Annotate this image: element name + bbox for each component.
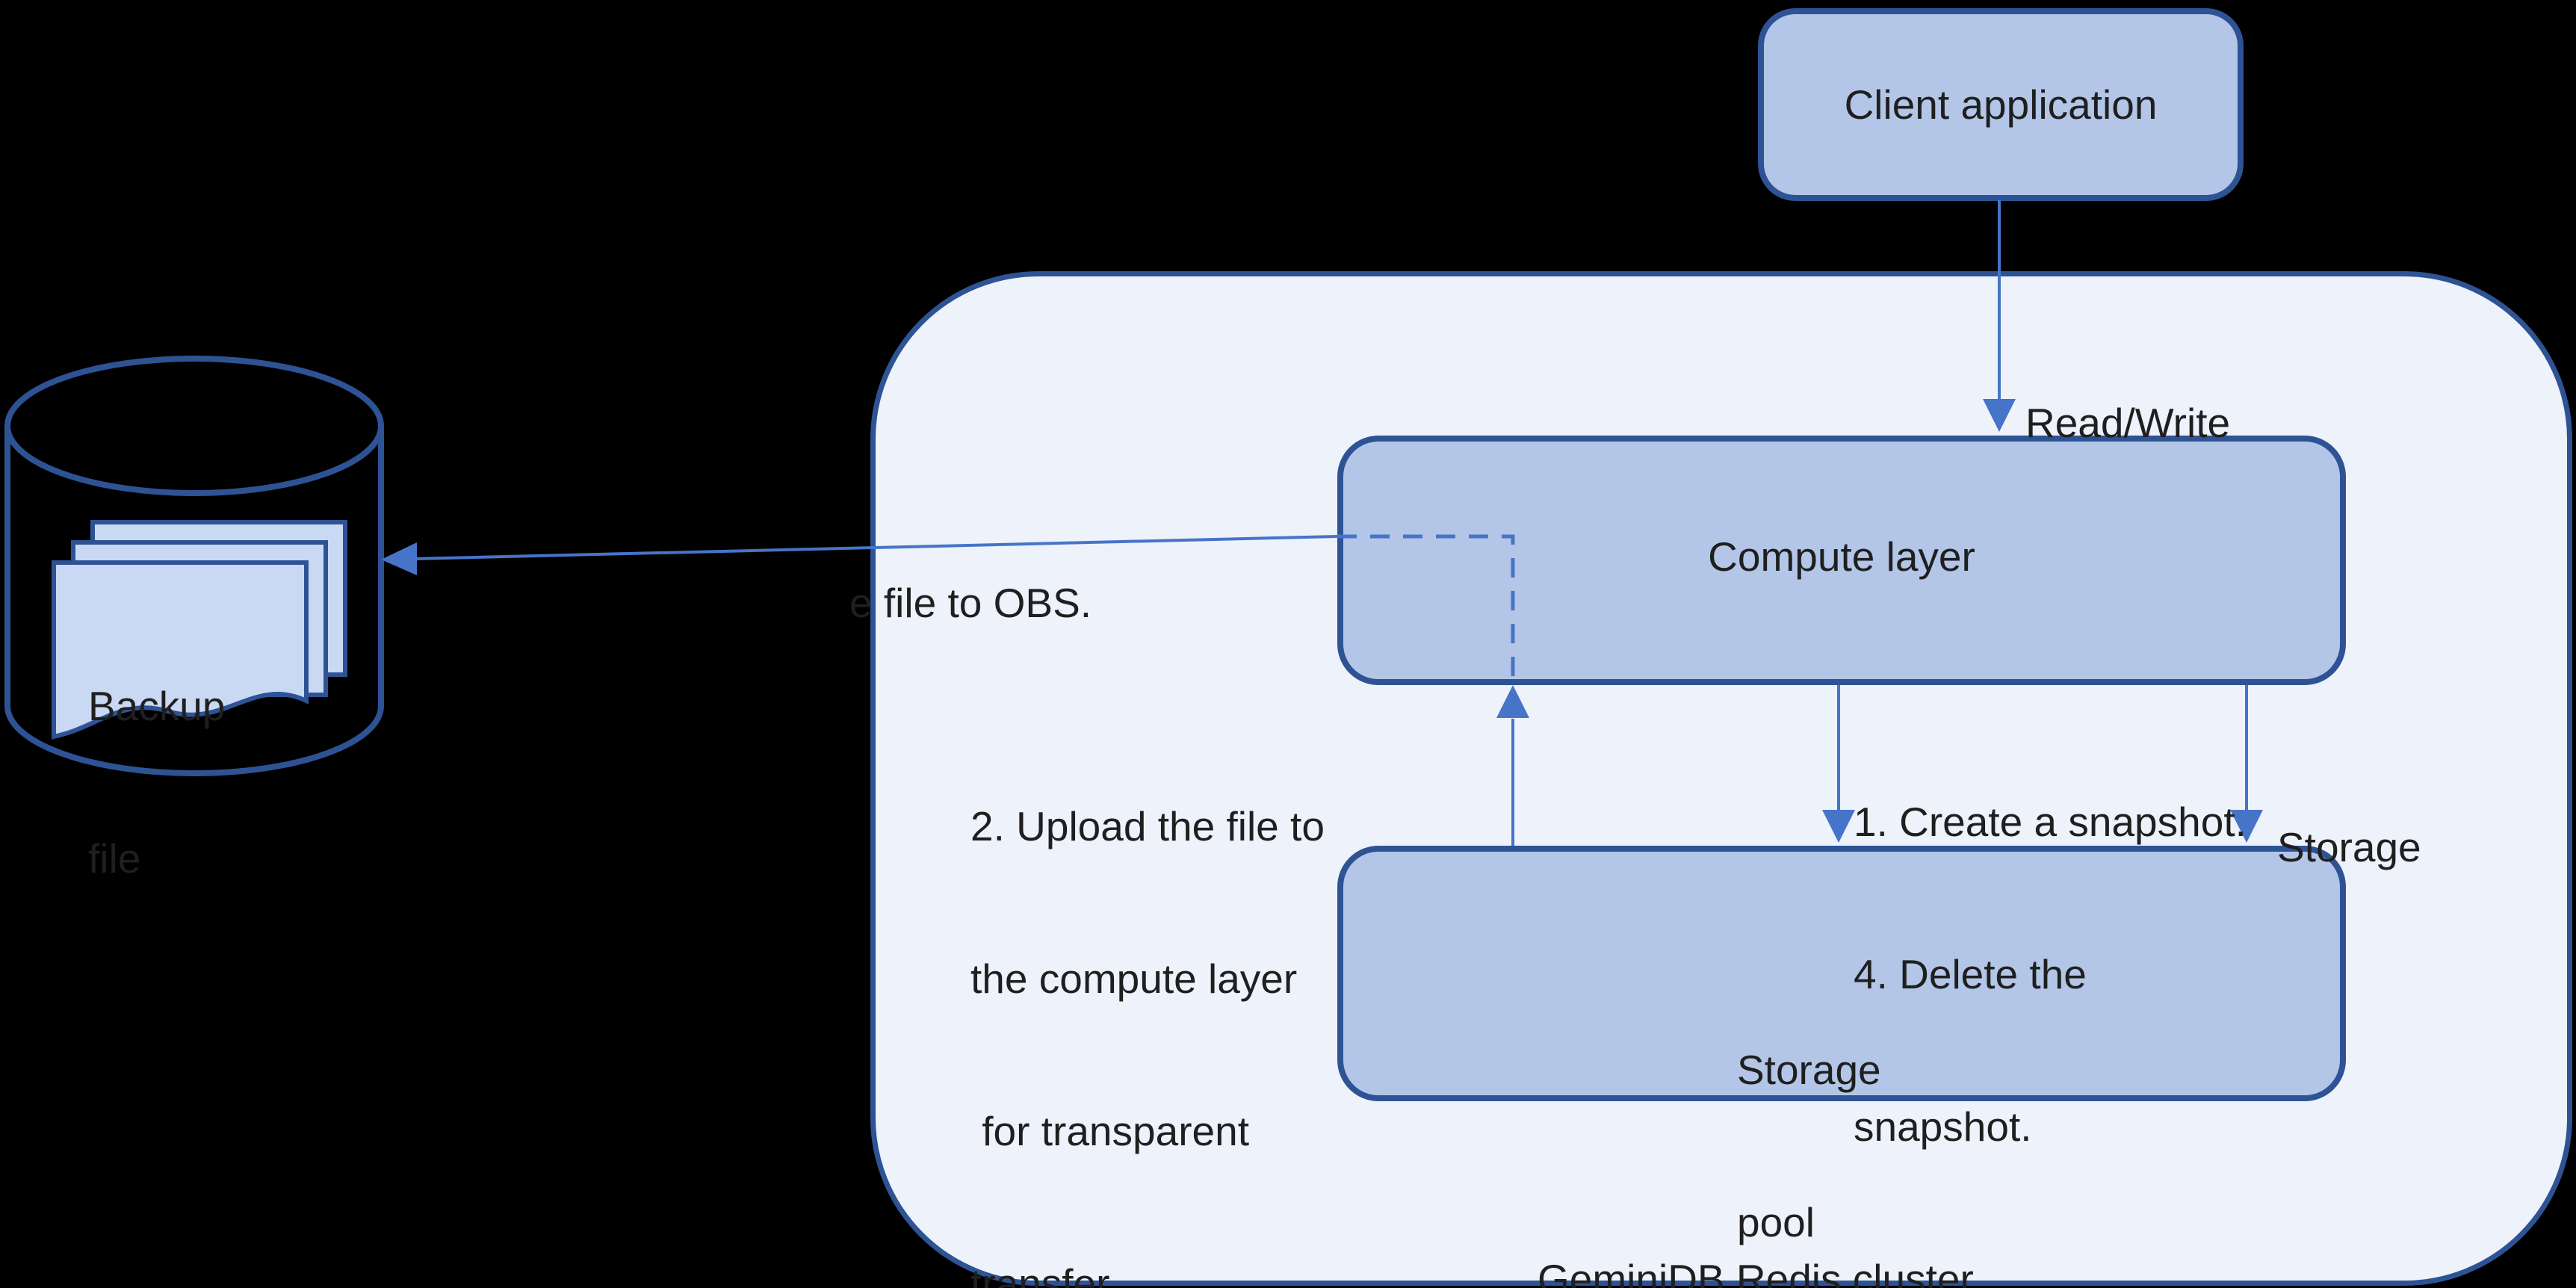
backup-file-pages-icon bbox=[52, 520, 347, 740]
client-application-node: Client application bbox=[1758, 8, 2244, 201]
upload-to-obs-arrow bbox=[381, 535, 1338, 575]
compute-layer-label: Compute layer bbox=[1708, 533, 1975, 580]
upload-to-obs-label: e file to OBS. bbox=[849, 580, 1092, 626]
storage-arrow bbox=[2230, 685, 2263, 843]
storage-edge-label: Storage bbox=[2277, 824, 2421, 870]
create-snapshot-arrow bbox=[1822, 685, 1855, 843]
backup-file-label: Backup file bbox=[88, 683, 226, 882]
upload-to-compute-label: 2. Upload the file to the compute layer … bbox=[970, 803, 1325, 1288]
geminidb-cluster-label: GeminiDB Redis cluster bbox=[1538, 1256, 1974, 1288]
storage-pool-label: Storage pool bbox=[1737, 1047, 1881, 1245]
client-application-label: Client application bbox=[1844, 81, 2158, 128]
compute-layer-node: Compute layer bbox=[1337, 436, 2346, 685]
upload-to-compute-arrow bbox=[1496, 685, 1529, 846]
backup-storage-cylinder-icon bbox=[4, 356, 384, 776]
snapshot-steps-label: 1. Create a snapshot. 4. Delete the snap… bbox=[1854, 799, 2247, 1150]
storage-pool-node bbox=[1337, 846, 2346, 1101]
read-write-arrow bbox=[1983, 200, 2016, 432]
dashed-connector bbox=[1337, 534, 1515, 685]
read-write-label: Read/Write bbox=[2025, 400, 2231, 446]
